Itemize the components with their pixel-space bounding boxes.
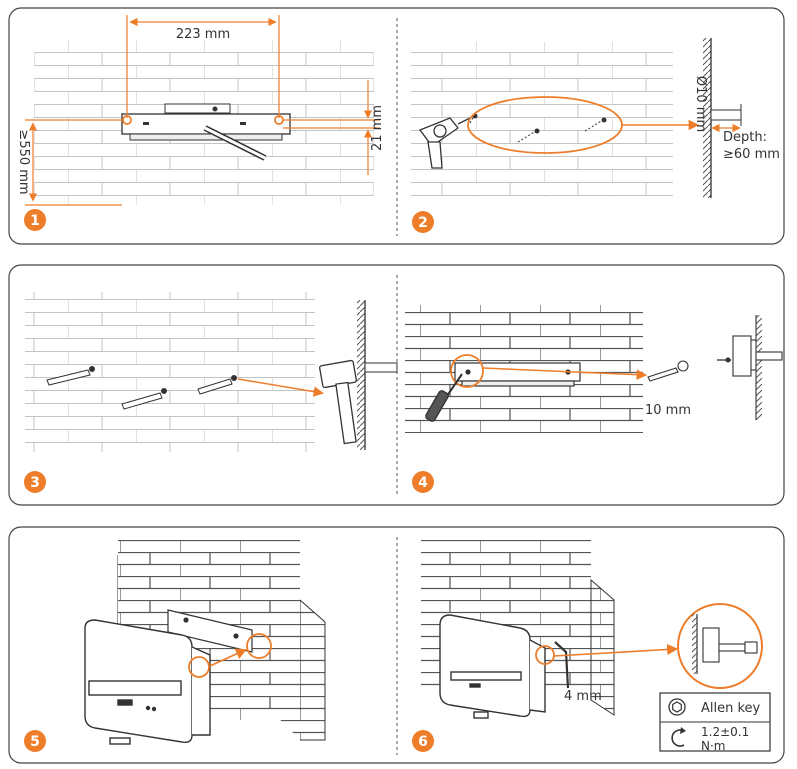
- svg-text:1: 1: [30, 213, 40, 229]
- torque-unit: N·m: [701, 739, 725, 753]
- step-badge-4: 4: [412, 471, 434, 493]
- step5-bracket: [167, 609, 253, 653]
- step6-detail-circle: [677, 603, 763, 689]
- step-badge-1: 1: [24, 209, 46, 231]
- step2-brick-wall: [411, 42, 673, 197]
- step5-highlight-circle-right: [246, 633, 272, 659]
- torque-rotate-icon: [671, 727, 686, 747]
- svg-text:2: 2: [418, 215, 428, 231]
- svg-text:5: 5: [30, 734, 40, 750]
- step6-inverter: [439, 614, 546, 719]
- step4-bracket: [454, 362, 581, 387]
- step2-wall-section: [703, 38, 742, 198]
- step4-screwdriver: [425, 373, 463, 422]
- step2-depth-value: ≥60 mm: [723, 147, 780, 162]
- allen-key-icon: [668, 698, 686, 716]
- step1-mounting-bracket: [121, 103, 291, 161]
- svg-text:6: 6: [418, 734, 428, 750]
- step1-dimension-lines: [25, 15, 380, 206]
- svg-text:4: 4: [418, 475, 428, 491]
- step5-inverter: [84, 619, 211, 745]
- step4-callout-arrow: [482, 367, 648, 380]
- step4-screw: [647, 360, 689, 382]
- step6-length-label: 4 mm: [564, 689, 602, 704]
- step2-depth-title: Depth:: [723, 130, 767, 145]
- step6-allen-key: [554, 641, 570, 689]
- step6-tool-box: Allen key 1.2±0.1 N·m: [659, 692, 771, 753]
- step-badge-5: 5: [24, 730, 46, 752]
- step-badge-3: 3: [24, 471, 46, 493]
- allen-key-label: Allen key: [701, 701, 761, 716]
- step5-highlight-circle-left: [188, 656, 210, 678]
- step5-callout-arrow: [209, 648, 248, 667]
- step4-wall-section: [717, 315, 783, 420]
- step3-hammer: [319, 359, 357, 445]
- step4-length-label: 10 mm: [645, 403, 691, 418]
- step3-brick-wall: [25, 292, 315, 452]
- step1-width-label: 223 mm: [176, 27, 230, 42]
- step2-diameter-label: Ø10 mm: [693, 76, 708, 132]
- step-badge-2: 2: [412, 211, 434, 233]
- step6-highlight-circle: [535, 645, 555, 665]
- step3-wall-section: [357, 300, 398, 450]
- svg-text:3: 3: [30, 475, 40, 491]
- step4-highlight-circle: [450, 354, 484, 388]
- step6-brick-side: [590, 578, 615, 716]
- step6-callout-arrow: [553, 643, 679, 657]
- step1-height-label: ≥550 mm: [16, 129, 31, 194]
- step2-drill: [418, 117, 471, 169]
- step1-offset-label: 21 mm: [370, 105, 385, 151]
- step3-anchors: [46, 366, 237, 410]
- torque-value: 1.2±0.1: [701, 725, 749, 739]
- step-badge-6: 6: [412, 730, 434, 752]
- step3-callout-arrow: [237, 378, 325, 397]
